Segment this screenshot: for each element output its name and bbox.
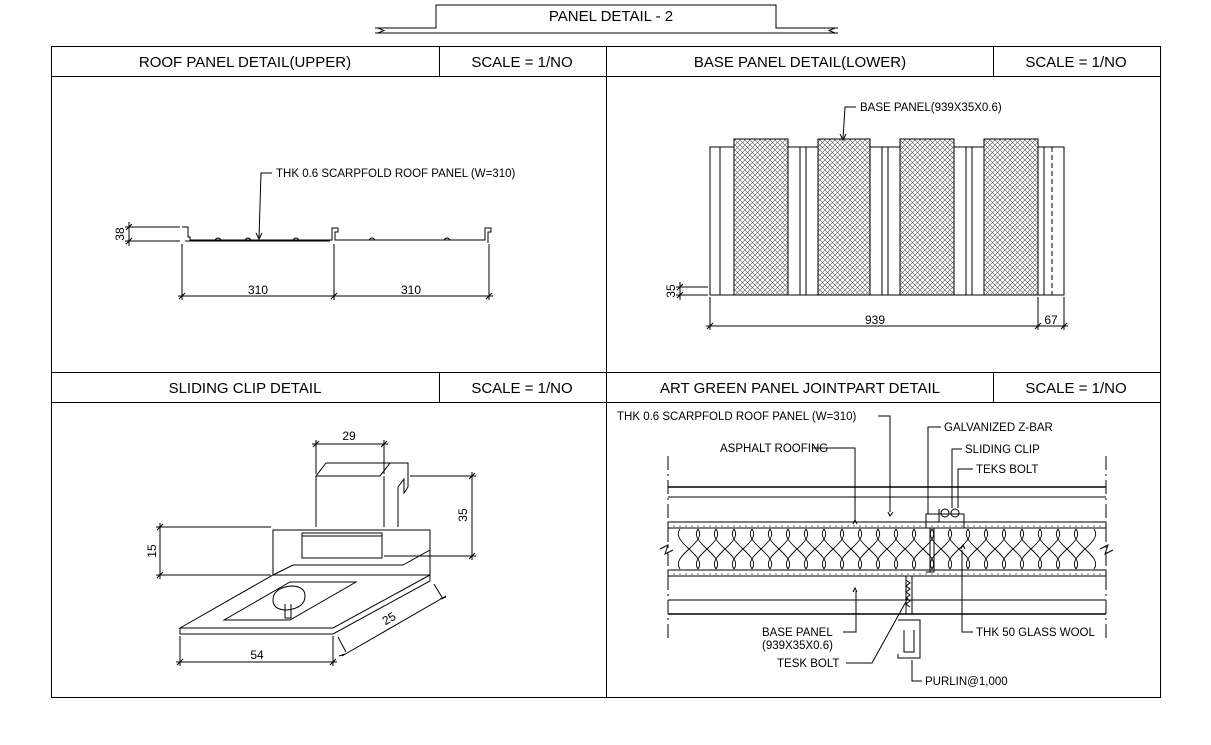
glass-wool-loop [785,528,809,570]
glass-wool-insulation [677,528,1097,570]
joint-purlin: PURLIN@1,000 [925,676,1008,688]
glass-wool-loop [929,528,953,570]
clip-dim-diag: 25 [380,609,399,628]
panel-scale-joint: SCALE = 1/NO [1025,380,1126,397]
glass-wool-loop [1019,528,1043,570]
joint-base-panel-1: BASE PANEL [762,627,833,639]
glass-wool-loop [983,528,1007,570]
glass-wool-loop [1001,528,1025,570]
joint-teks: TEKS BOLT [976,464,1038,476]
sliding-clip-drawing [156,440,476,666]
base-rib-1 [733,138,789,296]
base-callout: BASE PANEL(939X35X0.6) [860,102,1002,114]
glass-wool-loop [911,528,935,570]
base-rib-3 [899,138,955,296]
sheet-title-block: PANEL DETAIL - 2 [375,4,838,34]
clip-dim-top: 29 [342,429,356,443]
panel-scale-base: SCALE = 1/NO [1025,54,1126,71]
glass-wool-loop [713,528,737,570]
glass-wool-loop [731,528,755,570]
clip-dim-bottom: 54 [250,648,264,662]
panel-title-roof: ROOF PANEL DETAIL(UPPER) [139,54,351,71]
base-rib-2 [817,138,871,296]
base-dim-height: 35 [664,284,678,298]
joint-roof-panel: THK 0.6 SCARPFOLD ROOF PANEL (W=310) [617,411,856,423]
glass-wool-loop [821,528,845,570]
roof-panel-drawing [125,172,493,300]
joint-base-panel-2: (939X35X0.6) [762,640,833,652]
roof-dim-height: 38 [113,227,127,241]
sheet-title: PANEL DETAIL - 2 [549,8,673,25]
base-dim-width: 939 [865,313,885,327]
glass-wool-loop [749,528,773,570]
roof-dim-width-1: 310 [248,283,268,297]
glass-wool-loop [875,528,899,570]
base-dim-overlap: 67 [1044,313,1058,327]
glass-wool-loop [1037,528,1061,570]
joint-tesk-bolt: TESK BOLT [777,658,839,670]
glass-wool-loop [803,528,827,570]
joint-detail-drawing [659,415,1114,682]
joint-clip: SLIDING CLIP [965,444,1040,456]
joint-glass-wool: THK 50 GLASS WOOL [976,627,1095,639]
glass-wool-loop [695,528,719,570]
glass-wool-loop [839,528,863,570]
glass-wool-loop [893,528,917,570]
panel-title-clip: SLIDING CLIP DETAIL [169,380,322,397]
sheet-grid [51,46,1161,698]
glass-wool-loop [767,528,791,570]
glass-wool-loop [1073,528,1097,570]
clip-dim-right: 35 [456,508,470,522]
panel-scale-clip: SCALE = 1/NO [471,380,572,397]
glass-wool-loop [965,528,989,570]
panel-title-joint: ART GREEN PANEL JOINTPART DETAIL [660,380,940,397]
glass-wool-loop [857,528,881,570]
base-panel-drawing [676,106,1068,330]
glass-wool-loop [1055,528,1079,570]
glass-wool-loop [677,528,701,570]
base-rib-4 [983,138,1039,296]
panel-scale-roof: SCALE = 1/NO [471,54,572,71]
panel-title-base: BASE PANEL DETAIL(LOWER) [694,54,906,71]
joint-asphalt: ASPHALT ROOFING [720,443,828,455]
joint-zbar: GALVANIZED Z-BAR [944,422,1053,434]
glass-wool-loop [947,528,971,570]
roof-callout: THK 0.6 SCARPFOLD ROOF PANEL (W=310) [276,168,515,180]
clip-dim-left: 15 [145,544,159,558]
roof-dim-width-2: 310 [401,283,421,297]
roof-callout-leader [258,172,272,239]
